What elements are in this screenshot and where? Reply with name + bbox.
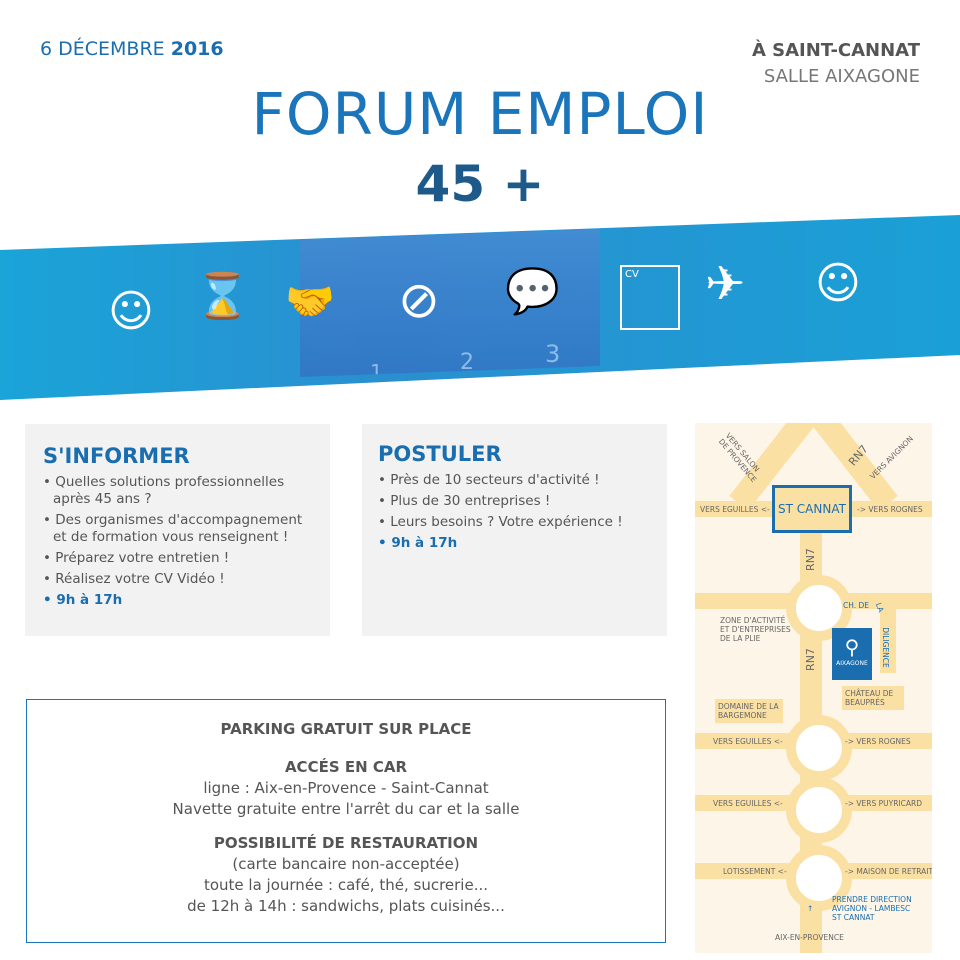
event-place: À SAINT-CANNAT SALLE AIXAGONE (752, 38, 920, 90)
location-pin-icon: ⚲ (844, 635, 860, 659)
handshake-icon: 🤝 (285, 279, 335, 325)
date-year: 2016 (170, 38, 224, 60)
track-number: 2 (460, 350, 474, 375)
postuler-card: POSTULER • Près de 10 secteurs d'activit… (362, 424, 667, 636)
map-label: RN7 (803, 648, 817, 671)
list-item: • Plus de 30 entreprises ! (378, 493, 551, 509)
roundabout (786, 845, 852, 911)
page-subtitle: 45 + (415, 155, 545, 213)
practical-info-box: PARKING GRATUIT SUR PLACE ACCÉS EN CAR l… (26, 699, 666, 943)
map-label: LOTISSEMENT <- (723, 867, 787, 876)
informer-time: • 9h à 17h (43, 592, 123, 608)
car-heading: ACCÉS EN CAR (284, 758, 408, 776)
map-label: -> VERS ROGNES (857, 505, 923, 514)
list-item: • Quelles solutions professionnelles apr… (43, 474, 285, 507)
food-line: de 12h à 14h : sandwichs, plats cuisinés… (187, 897, 505, 915)
map-label: CH. DE (843, 601, 870, 610)
map-label: -> VERS ROGNES (845, 737, 911, 746)
roundabout (786, 715, 852, 781)
cv-label: CV (625, 269, 639, 280)
map-label: VERS EGUILLES <- (713, 737, 783, 746)
date-day: 6 DÉCEMBRE (40, 38, 165, 60)
arrow-up-icon: ↑ (807, 904, 814, 913)
map-label: RN7 (803, 548, 817, 571)
list-item: • Près de 10 secteurs d'activité ! (378, 472, 600, 488)
map-label: DOMAINE DE LA BARGEMONE (715, 699, 783, 723)
food-line: toute la journée : café, thé, sucrerie..… (203, 876, 489, 894)
food-line: (carte bancaire non-acceptée) (232, 855, 460, 873)
smiley-icon: ☺ (815, 258, 861, 309)
map-label: -> MAISON DE RETRAITE (845, 867, 932, 876)
smiley-face-icon: ☺ (108, 286, 154, 337)
hourglass-icon: ⌛ (195, 271, 250, 322)
map-label: DILIGENCE (880, 627, 890, 668)
parking-heading: PARKING GRATUIT SUR PLACE (220, 720, 472, 738)
map-label: VERS EGUILLES <- (713, 799, 783, 808)
place-city: À SAINT-CANNAT (751, 40, 920, 61)
postuler-title: POSTULER (378, 442, 502, 466)
list-item: • Préparez votre entretien ! (43, 550, 230, 566)
cv-documents-icon: CV (620, 265, 680, 330)
map-label: -> VERS PUYRICARD (845, 799, 922, 808)
airplane-icon: ✈ (705, 256, 746, 312)
speech-bubbles-icon: 💬 (505, 266, 560, 317)
road-diligence (880, 603, 896, 673)
map-label: VERS EGUILLES <- (700, 505, 770, 514)
map-label: CHÂTEAU DE BEAUPRÉS (842, 686, 904, 710)
aixagone-marker: ⚲AIXAGONE (832, 628, 872, 680)
food-heading: POSSIBILITÉ DE RESTAURATION (213, 834, 479, 852)
map-label: AIXAGONE (836, 660, 868, 667)
car-line: Navette gratuite entre l'arrêt du car et… (172, 800, 520, 818)
map-label: ZONE D'ACTIVITÉ ET D'ENTREPRISES DE LA P… (720, 616, 791, 643)
track-number: 3 (545, 340, 561, 368)
event-date: 6 DÉCEMBRE 2016 (40, 38, 224, 60)
place-venue: SALLE AIXAGONE (763, 66, 920, 87)
list-item: • Des organismes d'accompagnement et de … (43, 512, 303, 545)
informer-card: S'INFORMER • Quelles solutions professio… (25, 424, 330, 636)
car-line: ligne : Aix-en-Provence - Saint-Cannat (203, 779, 489, 797)
page-title: FORUM EMPLOI (251, 80, 709, 148)
st-cannat-box: ST CANNAT (772, 485, 852, 533)
track-number: 1 (370, 360, 383, 384)
roundabout (786, 777, 852, 843)
compass-icon: ⊘ (398, 271, 440, 329)
map-label: AIX-EN-PROVENCE (775, 933, 844, 942)
map-label: VERS AVIGNON (868, 434, 915, 481)
informer-title: S'INFORMER (43, 444, 190, 468)
postuler-time: • 9h à 17h (378, 535, 458, 551)
access-map: ST CANNAT VERS SALON DE PROVENCE RN7 VER… (695, 423, 932, 953)
list-item: • Réalisez votre CV Vidéo ! (43, 571, 225, 587)
running-track-image: 1 2 3 (300, 229, 600, 384)
map-label: PRENDRE DIRECTION AVIGNON - LAMBESC ST C… (832, 895, 912, 922)
list-item: • Leurs besoins ? Votre expérience ! (378, 514, 623, 530)
